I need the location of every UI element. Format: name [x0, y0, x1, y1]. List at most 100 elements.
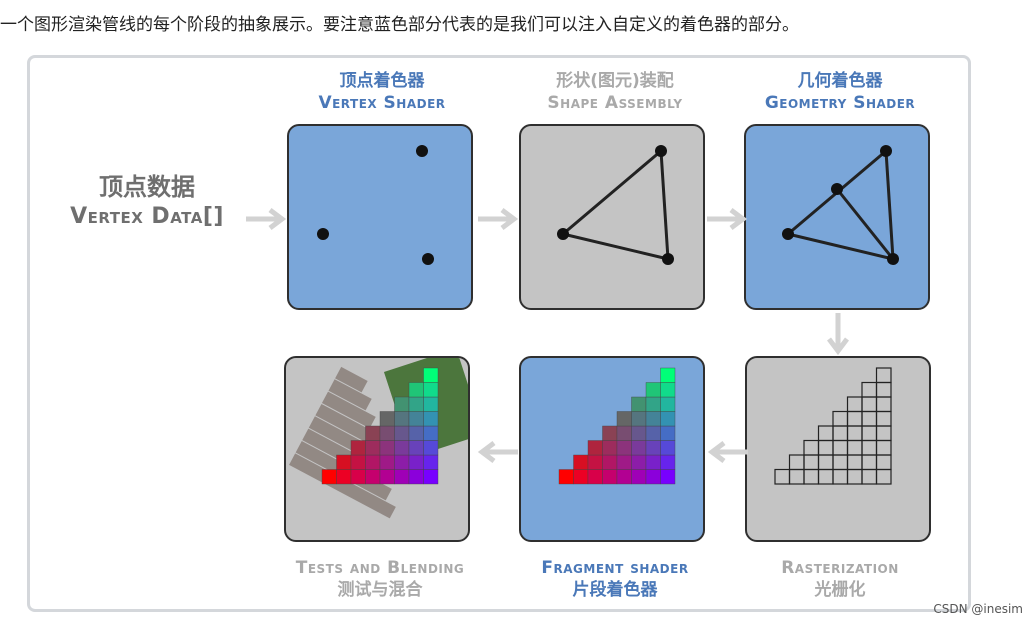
shape-assembly-label: 形状(图元)装配 Shape Assembly [510, 70, 720, 114]
fragment-cell [423, 469, 439, 485]
fragment-cell [408, 440, 424, 456]
geometry-shader-label: 几何着色器 Geometry Shader [740, 70, 940, 114]
fragment-cell [379, 425, 395, 441]
fragment-cell [631, 425, 647, 441]
fragment-cell [616, 454, 632, 470]
vertex-shader-label: 顶点着色器 Vertex Shader [287, 70, 477, 114]
assembled-triangle-graphic [557, 145, 674, 265]
fragment-cell [408, 382, 424, 398]
rasterization-en: Rasterization [781, 558, 899, 578]
fragment-cell [660, 382, 676, 398]
fragment-cell [602, 454, 618, 470]
fragment-cell [861, 410, 878, 427]
fragment-cell [631, 396, 647, 412]
fragment-cell [846, 468, 863, 485]
fragment-cell [408, 396, 424, 412]
fragment-cell [875, 410, 892, 427]
fragment-cell [336, 454, 352, 470]
fragment-cell [875, 468, 892, 485]
fragment-cell [602, 425, 618, 441]
arrow-left-icon [477, 441, 518, 463]
fragment-cell [788, 468, 805, 485]
fragment-cell [379, 454, 395, 470]
fragment-cell [660, 367, 676, 383]
fragment-cell [817, 454, 834, 471]
arrow-right-icon [478, 208, 519, 230]
tests-blending-box [284, 356, 470, 542]
arrow-right-icon [246, 208, 287, 230]
fragment-cell [774, 468, 791, 485]
fragment-cell [365, 425, 381, 441]
fragment-cell [875, 381, 892, 398]
shape-assembly-box [519, 124, 705, 310]
fragment-cell [631, 440, 647, 456]
fragment-cell [832, 454, 849, 471]
geometry-shader-zh: 几何着色器 [797, 71, 883, 91]
fragment-cell [365, 469, 381, 485]
fragment-cell [408, 425, 424, 441]
fragment-cell [846, 425, 863, 442]
fragment-cell [423, 425, 439, 441]
fragment-cell [817, 439, 834, 456]
rasterization-box [745, 356, 931, 542]
fragment-cell [602, 469, 618, 485]
colored-fragments-graphic [558, 367, 676, 485]
fragment-cell [321, 469, 337, 485]
fragment-cell [394, 469, 410, 485]
tests-blending-zh: 测试与混合 [337, 580, 423, 600]
fragment-cell [832, 410, 849, 427]
fragment-cell [587, 440, 603, 456]
fragment-cell [408, 469, 424, 485]
fragment-cell [587, 454, 603, 470]
fragment-cell [803, 468, 820, 485]
fragment-cell [645, 454, 661, 470]
vertex-shader-en: Vertex Shader [318, 93, 446, 113]
fragment-cell [861, 468, 878, 485]
fragment-shader-en: Fragment shader [541, 558, 689, 578]
fragment-cell [394, 440, 410, 456]
fragment-cell [587, 469, 603, 485]
fragment-cell [660, 425, 676, 441]
fragment-cell [861, 439, 878, 456]
fragment-cell [336, 469, 352, 485]
blended-fragments-graphic [289, 358, 468, 519]
fragment-shader-label: Fragment shader 片段着色器 [512, 557, 718, 601]
fragment-cell [645, 411, 661, 427]
fragment-shader-box [519, 356, 705, 542]
fragment-cell [602, 440, 618, 456]
fragment-cell [423, 367, 439, 383]
fragment-cell [423, 454, 439, 470]
fragment-cell [846, 410, 863, 427]
fragment-cell [832, 425, 849, 442]
fragment-cell [616, 411, 632, 427]
fragment-cell [660, 396, 676, 412]
fragment-cell [379, 440, 395, 456]
fragment-cell [861, 381, 878, 398]
fragment-cell [558, 469, 574, 485]
fragment-cell [660, 454, 676, 470]
tests-blending-label: Tests and Blending 测试与混合 [272, 557, 488, 601]
fragment-cell [875, 396, 892, 413]
fragment-cell [660, 469, 676, 485]
fragment-cell [817, 425, 834, 442]
intro-text: 一个图形渲染管线的每个阶段的抽象展示。要注意蓝色部分代表的是我们可以注入自定义的… [0, 15, 799, 35]
tests-blending-en: Tests and Blending [295, 558, 465, 578]
fragment-cell [423, 396, 439, 412]
rasterization-label: Rasterization 光栅化 [740, 557, 940, 601]
fragment-cell [645, 425, 661, 441]
fragment-cell [408, 454, 424, 470]
fragment-cell [861, 454, 878, 471]
fragment-cell [631, 411, 647, 427]
fragment-cell [788, 454, 805, 471]
fragment-cell [379, 411, 395, 427]
geometry-shader-box [744, 124, 930, 310]
fragment-cell [832, 468, 849, 485]
fragment-cell [379, 469, 395, 485]
fragment-cell [660, 440, 676, 456]
fragment-cell [817, 468, 834, 485]
raster-grid-graphic [774, 367, 892, 485]
fragment-cell [423, 382, 439, 398]
fragment-cell [846, 439, 863, 456]
fragment-cell [803, 454, 820, 471]
fragment-cell [394, 396, 410, 412]
